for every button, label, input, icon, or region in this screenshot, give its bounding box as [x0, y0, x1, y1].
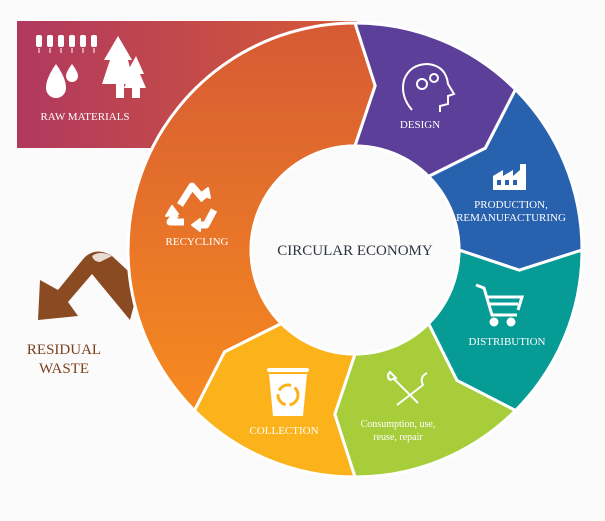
center-title: CIRCULAR ECONOMY — [277, 243, 433, 259]
residual-waste-line-2: WASTE — [38, 361, 89, 377]
trees-icon — [102, 36, 146, 98]
residual-waste-label: RESIDUAL WASTE — [27, 341, 101, 379]
head-gears-icon — [402, 62, 456, 112]
recycle-icon — [165, 182, 218, 232]
distribution-label: DISTRIBUTION — [468, 336, 546, 348]
consumption-label-line-2: reuse, repair — [373, 432, 423, 443]
design-label: DESIGN — [399, 119, 441, 131]
recycle-bin-icon — [267, 368, 309, 416]
recycling-label: RECYCLING — [165, 236, 229, 248]
residual-waste-line-1: RESIDUAL — [26, 342, 102, 358]
tools-icon — [387, 370, 428, 406]
water-drops-icon — [46, 64, 78, 98]
production-label: PRODUCTION, REMANUFACTURING — [456, 199, 566, 225]
consumption-label-line-1: Consumption, use, — [360, 419, 436, 430]
factory-icon — [493, 164, 526, 190]
shopping-cart-icon — [475, 283, 525, 327]
consumption-label: Consumption, use, reuse, repair — [361, 418, 436, 444]
production-label-line-2: REMANUFACTURING — [456, 212, 566, 224]
center-circle — [249, 144, 461, 356]
residual-waste-arrow — [38, 251, 140, 320]
production-label-line-1: PRODUCTION, — [474, 199, 548, 211]
raw-materials-label: RAW MATERIALS — [40, 111, 130, 123]
wheat-icon — [36, 35, 97, 53]
collection-label: COLLECTION — [249, 425, 319, 437]
